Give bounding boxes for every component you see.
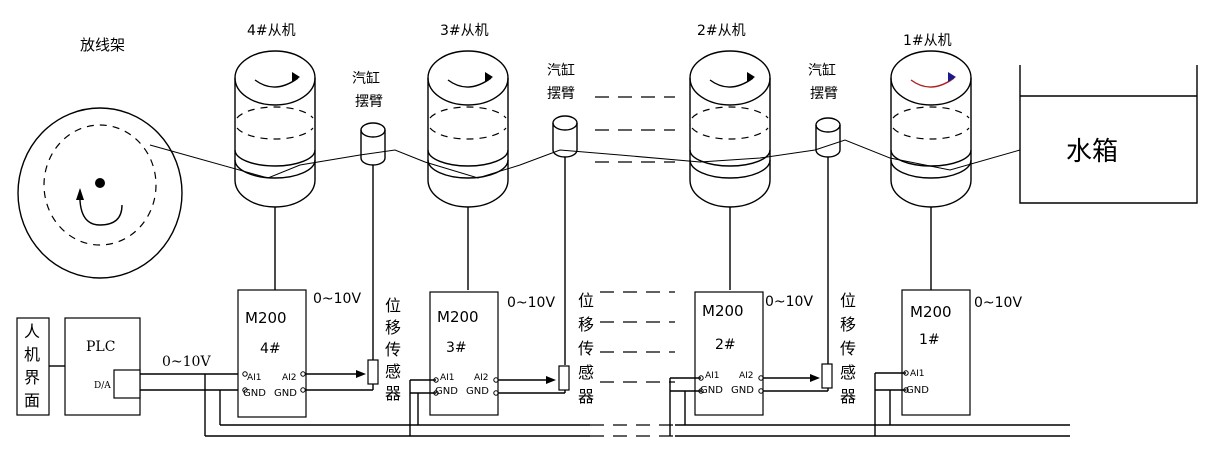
slave-title-4: 4#从机 — [247, 23, 296, 39]
payoff-hub — [95, 178, 105, 188]
drive-inputs-wiring — [242, 370, 909, 436]
drive-4-number: 4# — [260, 341, 281, 357]
swing-arm-3: 汽缸 摆臂 — [547, 62, 578, 365]
drive-3-gnd2: GND — [466, 386, 489, 397]
drive-4: M200 4# AI1 AI2 GND GND 0~10V — [237, 289, 361, 418]
sensor-3-char-1: 位 — [578, 291, 594, 310]
capstan-2-rotation-arrow — [709, 77, 754, 88]
plc-da-port — [113, 369, 141, 399]
drive-2-number: 2# — [715, 337, 736, 353]
swing-arm-label-3-line2: 摆臂 — [547, 86, 575, 102]
wire-path — [149, 139, 1021, 179]
sensor-3-char-4: 感 — [578, 363, 594, 382]
displacement-sensor-4: 位 移 传 感 器 — [300, 296, 401, 403]
drive-3: M200 3# AI1 AI2 GND GND 0~10V — [429, 291, 555, 416]
swing-arm-4: 汽缸 摆臂 — [352, 70, 386, 365]
drive-1-number: 1# — [919, 332, 940, 348]
payoff-dashed-ring — [43, 124, 157, 246]
sensor-3-char-5: 器 — [578, 387, 594, 406]
hmi-char-4: 面 — [24, 391, 40, 410]
drive-3-model: M200 — [437, 308, 479, 326]
water-tank-label: 水箱 — [1066, 137, 1118, 167]
sensor-2-char-4: 感 — [840, 363, 856, 382]
payoff-label: 放线架 — [80, 36, 125, 54]
drive-2-gnd2: GND — [731, 385, 754, 396]
drive-2: M200 2# AI1 AI2 GND GND 0~10V — [694, 291, 813, 416]
slave-title-1: 1#从机 — [903, 33, 952, 49]
capstan-3-rotation-arrow — [447, 77, 492, 88]
drive-4-gnd1: GND — [243, 388, 266, 399]
plc-da-label: D/A — [94, 381, 111, 391]
sensor-2-char-3: 传 — [840, 339, 856, 358]
sensor-2-char-2: 移 — [840, 315, 856, 334]
drive-1-gnd1: GND — [906, 385, 929, 396]
slave-title-3: 3#从机 — [440, 23, 489, 39]
continuation-dashes-bottom — [600, 291, 675, 383]
plc-box: PLC D/A 0~10V — [64, 317, 211, 416]
drive-2-ai2: AI2 — [739, 371, 754, 381]
sensor-4-char-1: 位 — [385, 296, 401, 315]
capstan-3: 3#从机 — [427, 23, 509, 208]
drive-1-model: M200 — [910, 303, 952, 321]
drive-4-ai2: AI2 — [282, 373, 297, 383]
drive-4-model: M200 — [245, 309, 287, 327]
hmi-char-1: 人 — [24, 322, 40, 341]
hmi-char-3: 界 — [24, 368, 40, 387]
slave-title-2: 2#从机 — [697, 23, 746, 39]
plc-output-voltage: 0~10V — [162, 354, 211, 370]
drive-3-number: 3# — [446, 340, 467, 356]
displacement-sensor-3: 位 移 传 感 器 — [493, 291, 594, 406]
drive-1-voltage: 0~10V — [974, 295, 1022, 311]
drive-3-voltage: 0~10V — [507, 295, 555, 311]
drive-4-voltage: 0~10V — [313, 291, 361, 307]
drive-3-ai1: AI1 — [440, 373, 455, 383]
displacement-sensor-2: 位 移 传 感 器 — [758, 291, 856, 406]
drive-2-gnd1: GND — [700, 385, 723, 396]
swing-arm-label-3-line1: 汽缸 — [547, 62, 575, 79]
water-tank: 水箱 — [1019, 65, 1198, 204]
hmi-char-2: 机 — [24, 345, 40, 364]
swing-arm-label-2-line1: 汽缸 — [808, 62, 836, 79]
capstan-4: 4#从机 — [234, 23, 316, 208]
plc-label: PLC — [86, 339, 115, 355]
drive-1-ai1: AI1 — [910, 369, 925, 379]
sensor-2-char-5: 器 — [840, 387, 856, 406]
sensor-3-char-2: 移 — [578, 315, 594, 334]
capstan-4-rotation-arrow — [254, 77, 299, 88]
swing-arm-label-4-line2: 摆臂 — [355, 94, 383, 110]
drive-3-ai2: AI2 — [474, 373, 489, 383]
payoff-arrowhead — [76, 188, 84, 200]
sensor-4-char-5: 器 — [385, 384, 401, 403]
sensor-4-char-4: 感 — [385, 362, 401, 381]
drive-1: M200 1# AI1 GND 0~10V — [901, 289, 1022, 416]
drive-2-ai1: AI1 — [705, 371, 720, 381]
capstan-1-rotation-arrow — [910, 77, 955, 88]
analog-bus — [140, 373, 1070, 437]
payoff-reel: 放线架 — [17, 36, 183, 279]
drive-4-ai1: AI1 — [247, 373, 262, 383]
hmi-box: 人 机 界 面 — [16, 317, 50, 416]
payoff-outer-ring — [17, 107, 183, 279]
capstan-2: 2#从机 — [689, 23, 771, 208]
capstan-1: 1#从机 — [890, 33, 972, 208]
sensor-3-char-3: 传 — [578, 339, 594, 358]
payoff-rotation-arrow — [79, 189, 123, 226]
sensor-2-char-1: 位 — [840, 291, 856, 310]
sensor-4-char-3: 传 — [385, 340, 401, 359]
swing-arm-label-2-line2: 摆臂 — [810, 86, 838, 102]
drive-2-voltage: 0~10V — [765, 294, 813, 310]
drive-4-gnd2: GND — [274, 388, 297, 399]
swing-arm-2: 汽缸 摆臂 — [808, 62, 841, 365]
continuation-dashes-top — [595, 96, 675, 163]
swing-arm-label-4-line1: 汽缸 — [352, 70, 380, 87]
drive-2-model: M200 — [702, 302, 744, 320]
drive-3-gnd1: GND — [435, 386, 458, 397]
sensor-4-char-2: 移 — [385, 318, 401, 337]
